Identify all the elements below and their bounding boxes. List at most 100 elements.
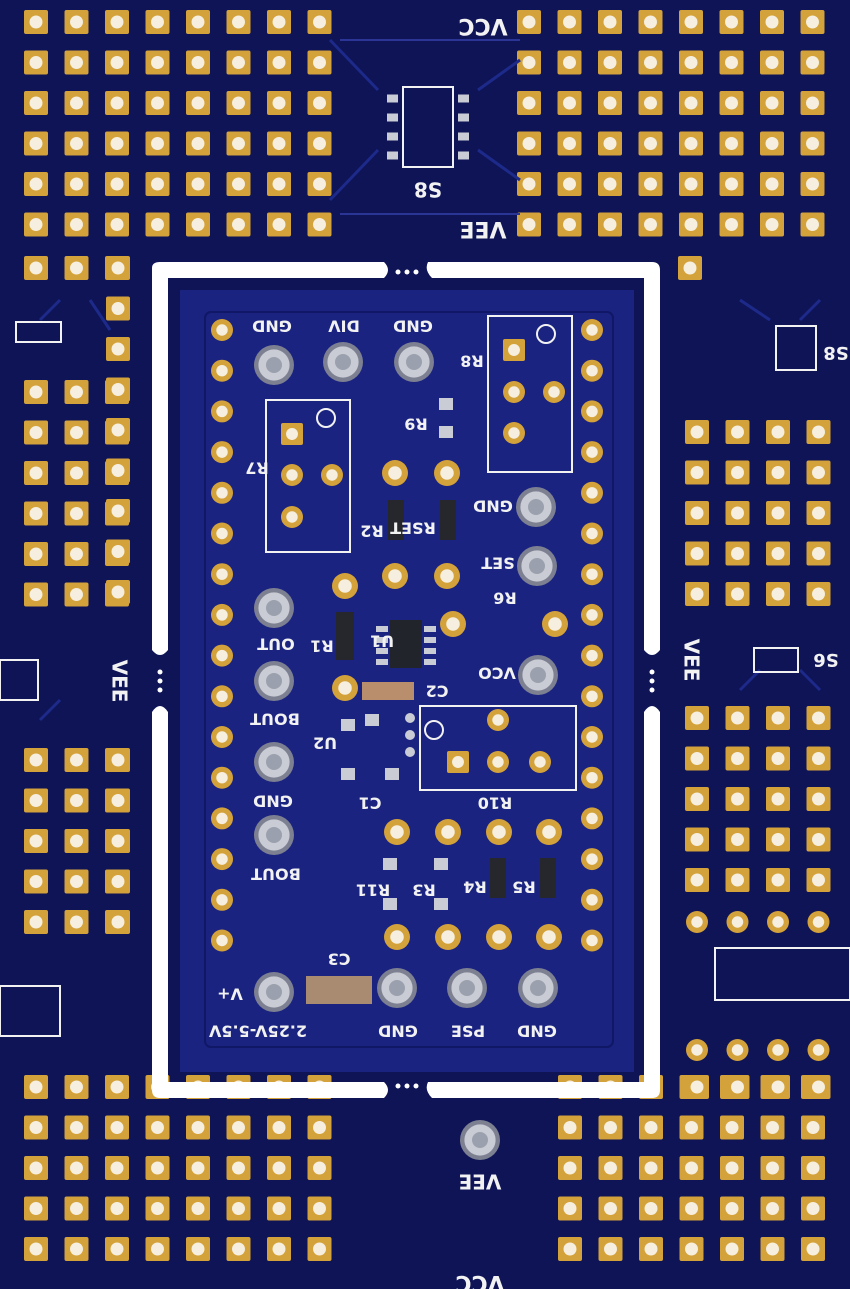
pad-hole [272, 1202, 286, 1215]
pad-hole [765, 56, 779, 69]
pad-hole [29, 875, 43, 888]
label-gnd-4: GND [253, 792, 293, 811]
pad-hole [29, 218, 43, 231]
label-set: SET [481, 554, 514, 573]
pad-hole [765, 137, 779, 150]
pad-hole [440, 466, 454, 480]
pad-hole [232, 1202, 245, 1215]
smd-pad [341, 719, 355, 731]
pad-hole [390, 930, 404, 944]
mouse-bite [157, 678, 163, 684]
pad-hole [338, 681, 352, 695]
pad-hole [812, 916, 825, 928]
label-vee-bottom: VEE [459, 1170, 502, 1194]
pad-hole [563, 96, 576, 110]
pad-hole [563, 177, 576, 191]
pad-hole [313, 1202, 326, 1215]
test-point-center [530, 980, 546, 996]
test-point-center [389, 980, 405, 996]
pad-hole [806, 1202, 820, 1215]
pad-hole [725, 1161, 739, 1175]
pad-hole [216, 894, 228, 906]
pad-hole [111, 753, 125, 767]
pad-hole [29, 753, 43, 767]
pad-hole [563, 1121, 577, 1134]
label-gnd-5: GND [378, 1022, 418, 1041]
pad-hole [216, 731, 228, 743]
pad-hole [191, 218, 205, 231]
pad-hole [586, 894, 598, 906]
pad-hole [690, 711, 704, 725]
trimmer-knob-mark [424, 720, 444, 740]
label-vco: VCO [478, 664, 516, 683]
pad-hole [604, 1121, 617, 1134]
pad-hole [151, 137, 164, 150]
pad-hole [232, 177, 245, 191]
pad-hole [731, 547, 744, 560]
pad-hole [806, 1242, 820, 1256]
smd-pad [383, 898, 397, 910]
smd-pad [458, 151, 469, 160]
pad-hole [563, 218, 576, 231]
pad-hole [390, 825, 404, 839]
pad-hole [151, 1242, 164, 1256]
pad-hole [70, 218, 83, 231]
label-r9: R9 [404, 415, 427, 434]
pad-hole [326, 469, 338, 481]
pad-hole [731, 587, 744, 601]
pad-hole [70, 588, 83, 601]
pad-hole [313, 15, 326, 29]
pad-hole [806, 218, 819, 231]
pad-hole [522, 15, 536, 29]
pad-hole [548, 386, 560, 398]
pad-hole [684, 15, 698, 29]
chip-outline [714, 947, 850, 1001]
pad-hole [111, 302, 125, 315]
pad-hole [508, 344, 520, 356]
pad-hole [604, 1202, 617, 1215]
pad-hole [766, 1161, 779, 1175]
pad-hole [765, 15, 779, 29]
pad-hole [272, 177, 286, 191]
pad-hole [29, 1080, 43, 1094]
pad-hole [644, 177, 657, 191]
pad-hole [70, 834, 83, 848]
pad-hole [725, 1202, 739, 1215]
pad-hole [765, 218, 779, 231]
pad-hole [111, 261, 125, 275]
pad-hole [388, 466, 402, 480]
pad-hole [216, 771, 228, 784]
test-point-center [266, 357, 282, 373]
chip-outline [402, 86, 454, 168]
pad-hole [563, 137, 576, 150]
trace [738, 298, 822, 692]
pad-hole [272, 56, 286, 69]
pad-hole [111, 585, 125, 599]
pad-hole [232, 56, 245, 69]
pad-hole [70, 466, 83, 480]
pad-hole [812, 425, 825, 439]
pad-hole [216, 527, 228, 540]
label-r4: R4 [463, 878, 486, 897]
label-r2: R2 [360, 522, 383, 541]
pad-hole [70, 1202, 83, 1215]
pad-hole [771, 425, 785, 439]
pad-hole [685, 1242, 698, 1256]
pad-hole [766, 1242, 779, 1256]
pad-hole [690, 873, 704, 887]
pad-hole [603, 15, 617, 29]
pad-hole [272, 96, 286, 110]
pad-hole [586, 405, 598, 418]
prototyping-pad-grids [24, 10, 831, 1261]
pad-hole [111, 834, 125, 848]
pad-hole [771, 792, 785, 806]
u1-chip [390, 620, 422, 668]
pad-hole [191, 1161, 205, 1175]
label-gnd-1: GND [252, 317, 292, 336]
test-point-center [528, 499, 544, 515]
smd-pad [376, 637, 388, 643]
label-s8-right: S8 [823, 342, 849, 363]
pad-hole [812, 833, 825, 846]
pad-hole [110, 1080, 124, 1094]
